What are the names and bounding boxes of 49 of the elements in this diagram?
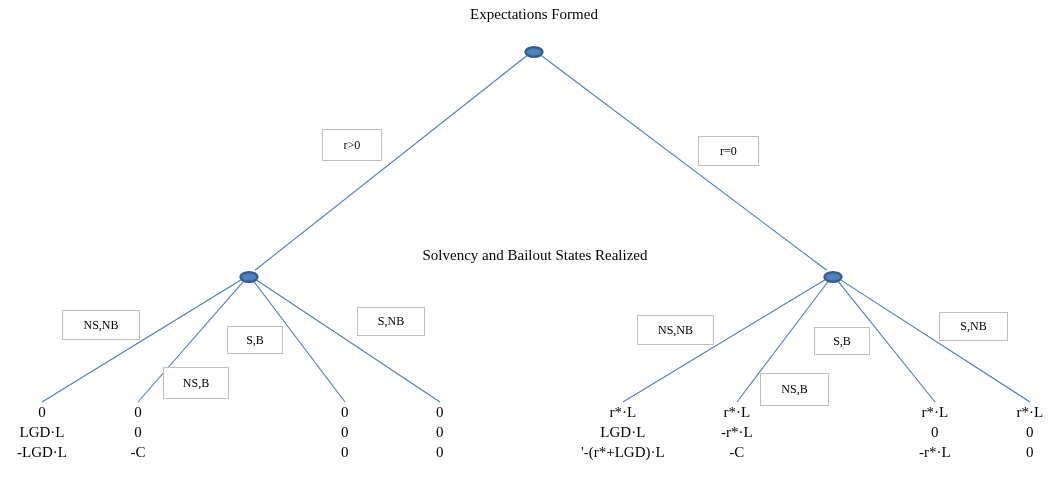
payoff-value: 0	[1025, 443, 1035, 462]
branch-label: NS,B	[163, 367, 229, 399]
branch-label: r=0	[698, 136, 759, 166]
tree-branch	[736, 279, 830, 403]
payoff-value: r*·L	[920, 403, 950, 422]
payoff-value: LGD·L	[599, 423, 647, 442]
payoff-value: -C	[130, 443, 146, 462]
payoff-value: '-(r*+LGD)·L	[581, 443, 665, 462]
payoff-value: 0	[436, 423, 444, 442]
branch-label: NS,NB	[62, 310, 140, 340]
payoff-value: 0	[37, 403, 47, 422]
branch-label: NS,NB	[637, 315, 714, 345]
tree-branch	[254, 54, 529, 271]
payoff-value: r*·L	[1016, 403, 1044, 422]
payoff-value: r*·L	[722, 403, 752, 422]
payoff-value: r*·L	[608, 403, 638, 422]
tree-branch	[255, 278, 441, 403]
tree-branch	[41, 278, 243, 403]
decision-node	[823, 269, 843, 281]
payoff-value: 0	[341, 423, 349, 442]
payoff-value: 0	[341, 403, 349, 422]
branch-label: NS,B	[760, 373, 829, 406]
payoff-value: 0	[133, 423, 143, 442]
tree-branch	[137, 279, 245, 403]
payoff-value: -r*·L	[721, 423, 753, 442]
tree-branch	[539, 54, 828, 271]
tree-branch	[252, 279, 346, 403]
decision-node	[524, 44, 544, 56]
tree-branch	[839, 278, 1031, 403]
branch-label: S,B	[814, 327, 870, 355]
stage-label: Expectations Formed	[470, 6, 598, 23]
payoff-value: 0	[436, 403, 444, 422]
tree-branch	[836, 279, 936, 403]
branch-label: S,B	[227, 326, 283, 354]
decision-node	[239, 269, 259, 281]
payoff-value: 0	[133, 403, 143, 422]
payoff-value: 0	[930, 423, 940, 442]
payoff-value: -LGD·L	[17, 443, 67, 462]
stage-label: Solvency and Bailout States Realized	[422, 247, 648, 264]
tree-branch	[622, 278, 827, 403]
payoff-value: LGD·L	[18, 423, 66, 442]
payoff-value: 0	[1025, 423, 1035, 442]
payoff-value: -r*·L	[919, 443, 951, 462]
branch-label: r>0	[322, 129, 382, 161]
branch-label: S,NB	[939, 312, 1008, 341]
branch-label: S,NB	[357, 307, 425, 336]
payoff-value: 0	[436, 443, 444, 462]
payoff-value: 0	[341, 443, 349, 462]
payoff-value: -C	[728, 443, 746, 462]
